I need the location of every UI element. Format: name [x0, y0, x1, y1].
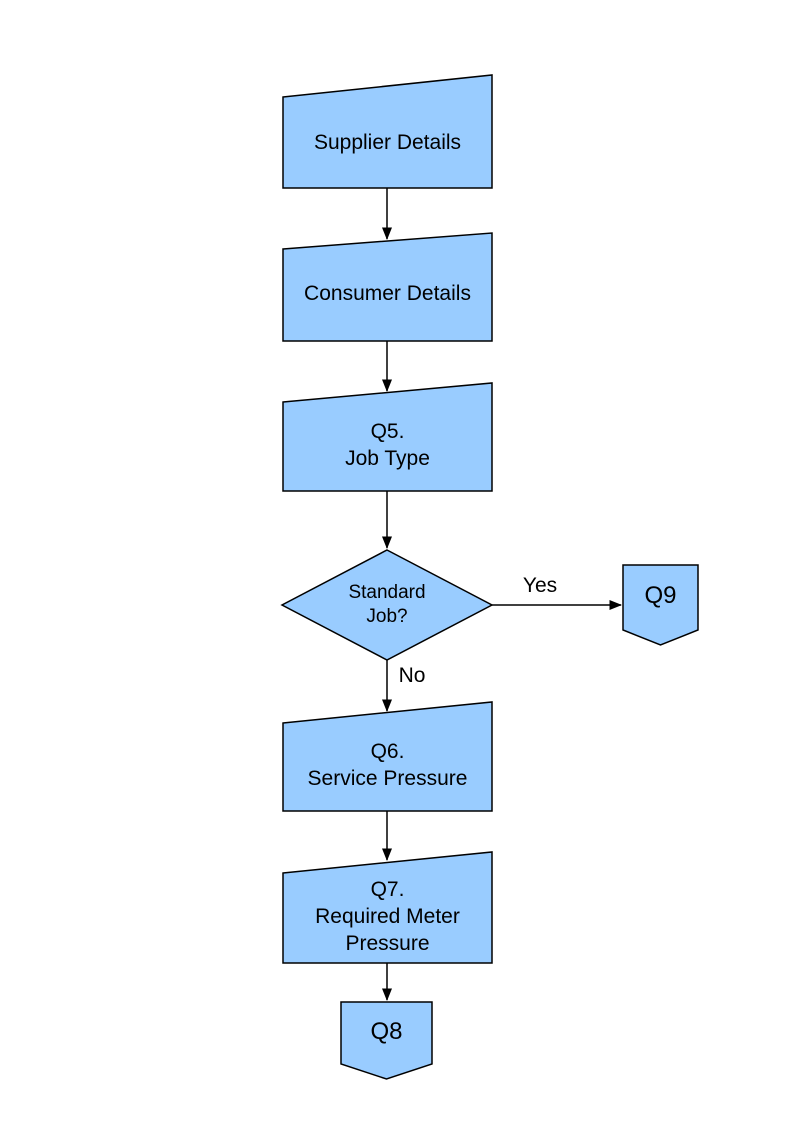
- node-q8-offpage-connector-shape: [340, 1001, 433, 1080]
- node-q7-required-meter-pressure-shape: [282, 851, 493, 964]
- node-consumer-details-shape: [282, 232, 493, 342]
- node-supplier-details-shape: [282, 74, 493, 189]
- node-standard-job-decision-shape: [280, 549, 494, 661]
- node-q9-offpage-connector-shape: [622, 564, 699, 646]
- node-q5-job-type-shape: [282, 382, 493, 492]
- node-q6-service-pressure-shape: [282, 701, 493, 812]
